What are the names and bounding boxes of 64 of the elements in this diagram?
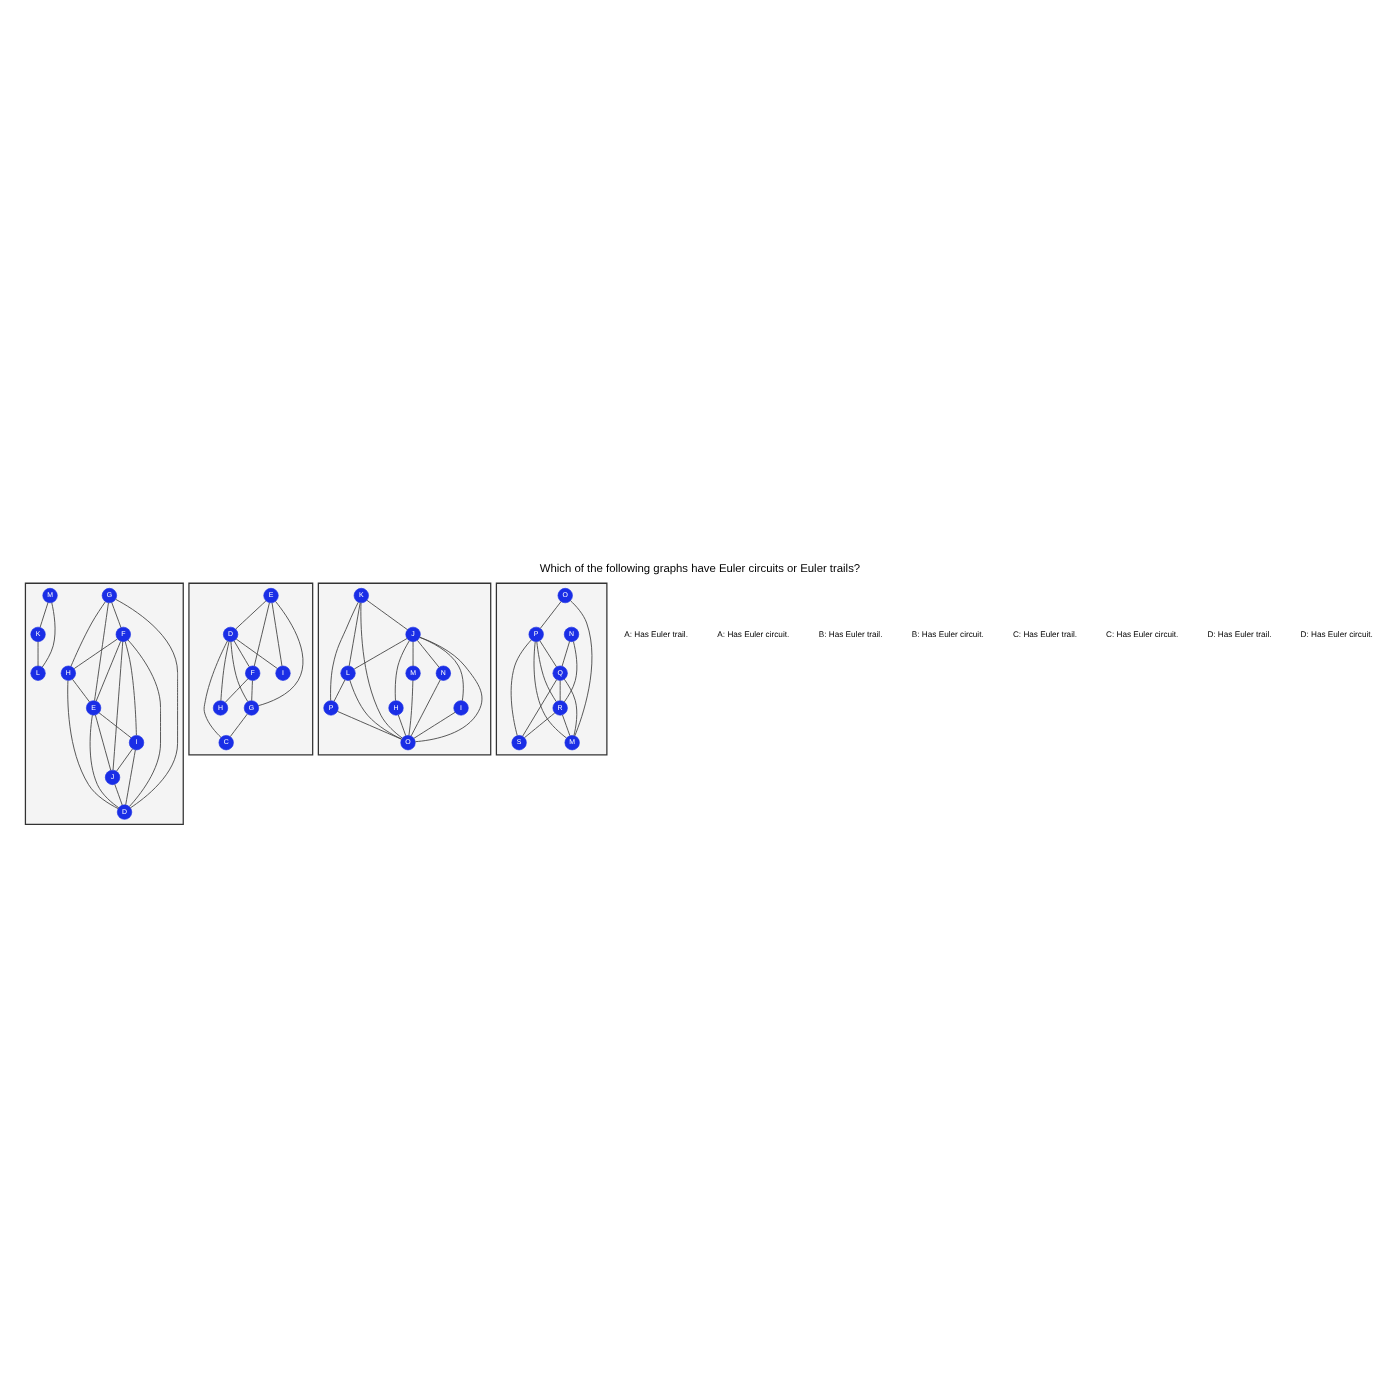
- connector: [98, 712, 132, 739]
- connector: [510, 639, 532, 736]
- connector: [39, 602, 49, 628]
- connector: [124, 641, 137, 736]
- connector: [251, 680, 253, 701]
- connector: [533, 641, 567, 739]
- connector: [394, 640, 410, 701]
- connector: [114, 784, 123, 806]
- connector: [360, 602, 403, 739]
- connector: [562, 714, 571, 737]
- connector: [524, 712, 556, 738]
- connector: [89, 714, 120, 809]
- connector: [536, 641, 557, 703]
- connector: [72, 678, 90, 703]
- connector: [348, 602, 361, 667]
- connector: [229, 713, 248, 738]
- connector: [235, 600, 267, 630]
- connector: [413, 711, 456, 739]
- connector: [67, 680, 119, 809]
- connector: [539, 601, 562, 629]
- connector: [257, 601, 304, 707]
- cluster: [317, 582, 492, 756]
- connector: [115, 598, 178, 809]
- connector: [410, 679, 441, 737]
- connector: [522, 679, 558, 737]
- connector: [125, 749, 136, 806]
- connector: [397, 714, 407, 737]
- connector: [353, 638, 408, 670]
- connector: [366, 599, 408, 631]
- connector: [230, 641, 249, 703]
- connector: [419, 636, 464, 702]
- cluster: [24, 582, 184, 826]
- connector: [408, 680, 414, 736]
- connector: [539, 640, 557, 668]
- connector: [235, 638, 278, 669]
- cluster: [188, 582, 314, 756]
- connector: [94, 602, 109, 702]
- connector: [233, 640, 250, 668]
- connector: [41, 602, 56, 668]
- cluster: [495, 582, 608, 756]
- connector: [95, 641, 122, 702]
- connector: [416, 639, 440, 668]
- connector: [116, 748, 133, 772]
- connector: [330, 601, 359, 701]
- connector: [73, 638, 118, 670]
- connector: [220, 641, 230, 701]
- connector: [561, 640, 571, 667]
- connector: [111, 602, 122, 628]
- connector: [349, 679, 402, 740]
- connector: [224, 678, 249, 703]
- connector: [333, 679, 346, 702]
- connector: [95, 714, 112, 771]
- connector: [559, 680, 561, 701]
- connector: [112, 641, 124, 771]
- connector: [271, 602, 283, 667]
- connector: [203, 640, 228, 738]
- connector: [570, 600, 593, 737]
- connector: [563, 678, 578, 736]
- connector: [253, 602, 270, 667]
- connector: [70, 601, 106, 667]
- connector: [127, 639, 161, 807]
- connector: [337, 711, 402, 740]
- connector: [563, 641, 578, 703]
- connector: [414, 636, 483, 743]
